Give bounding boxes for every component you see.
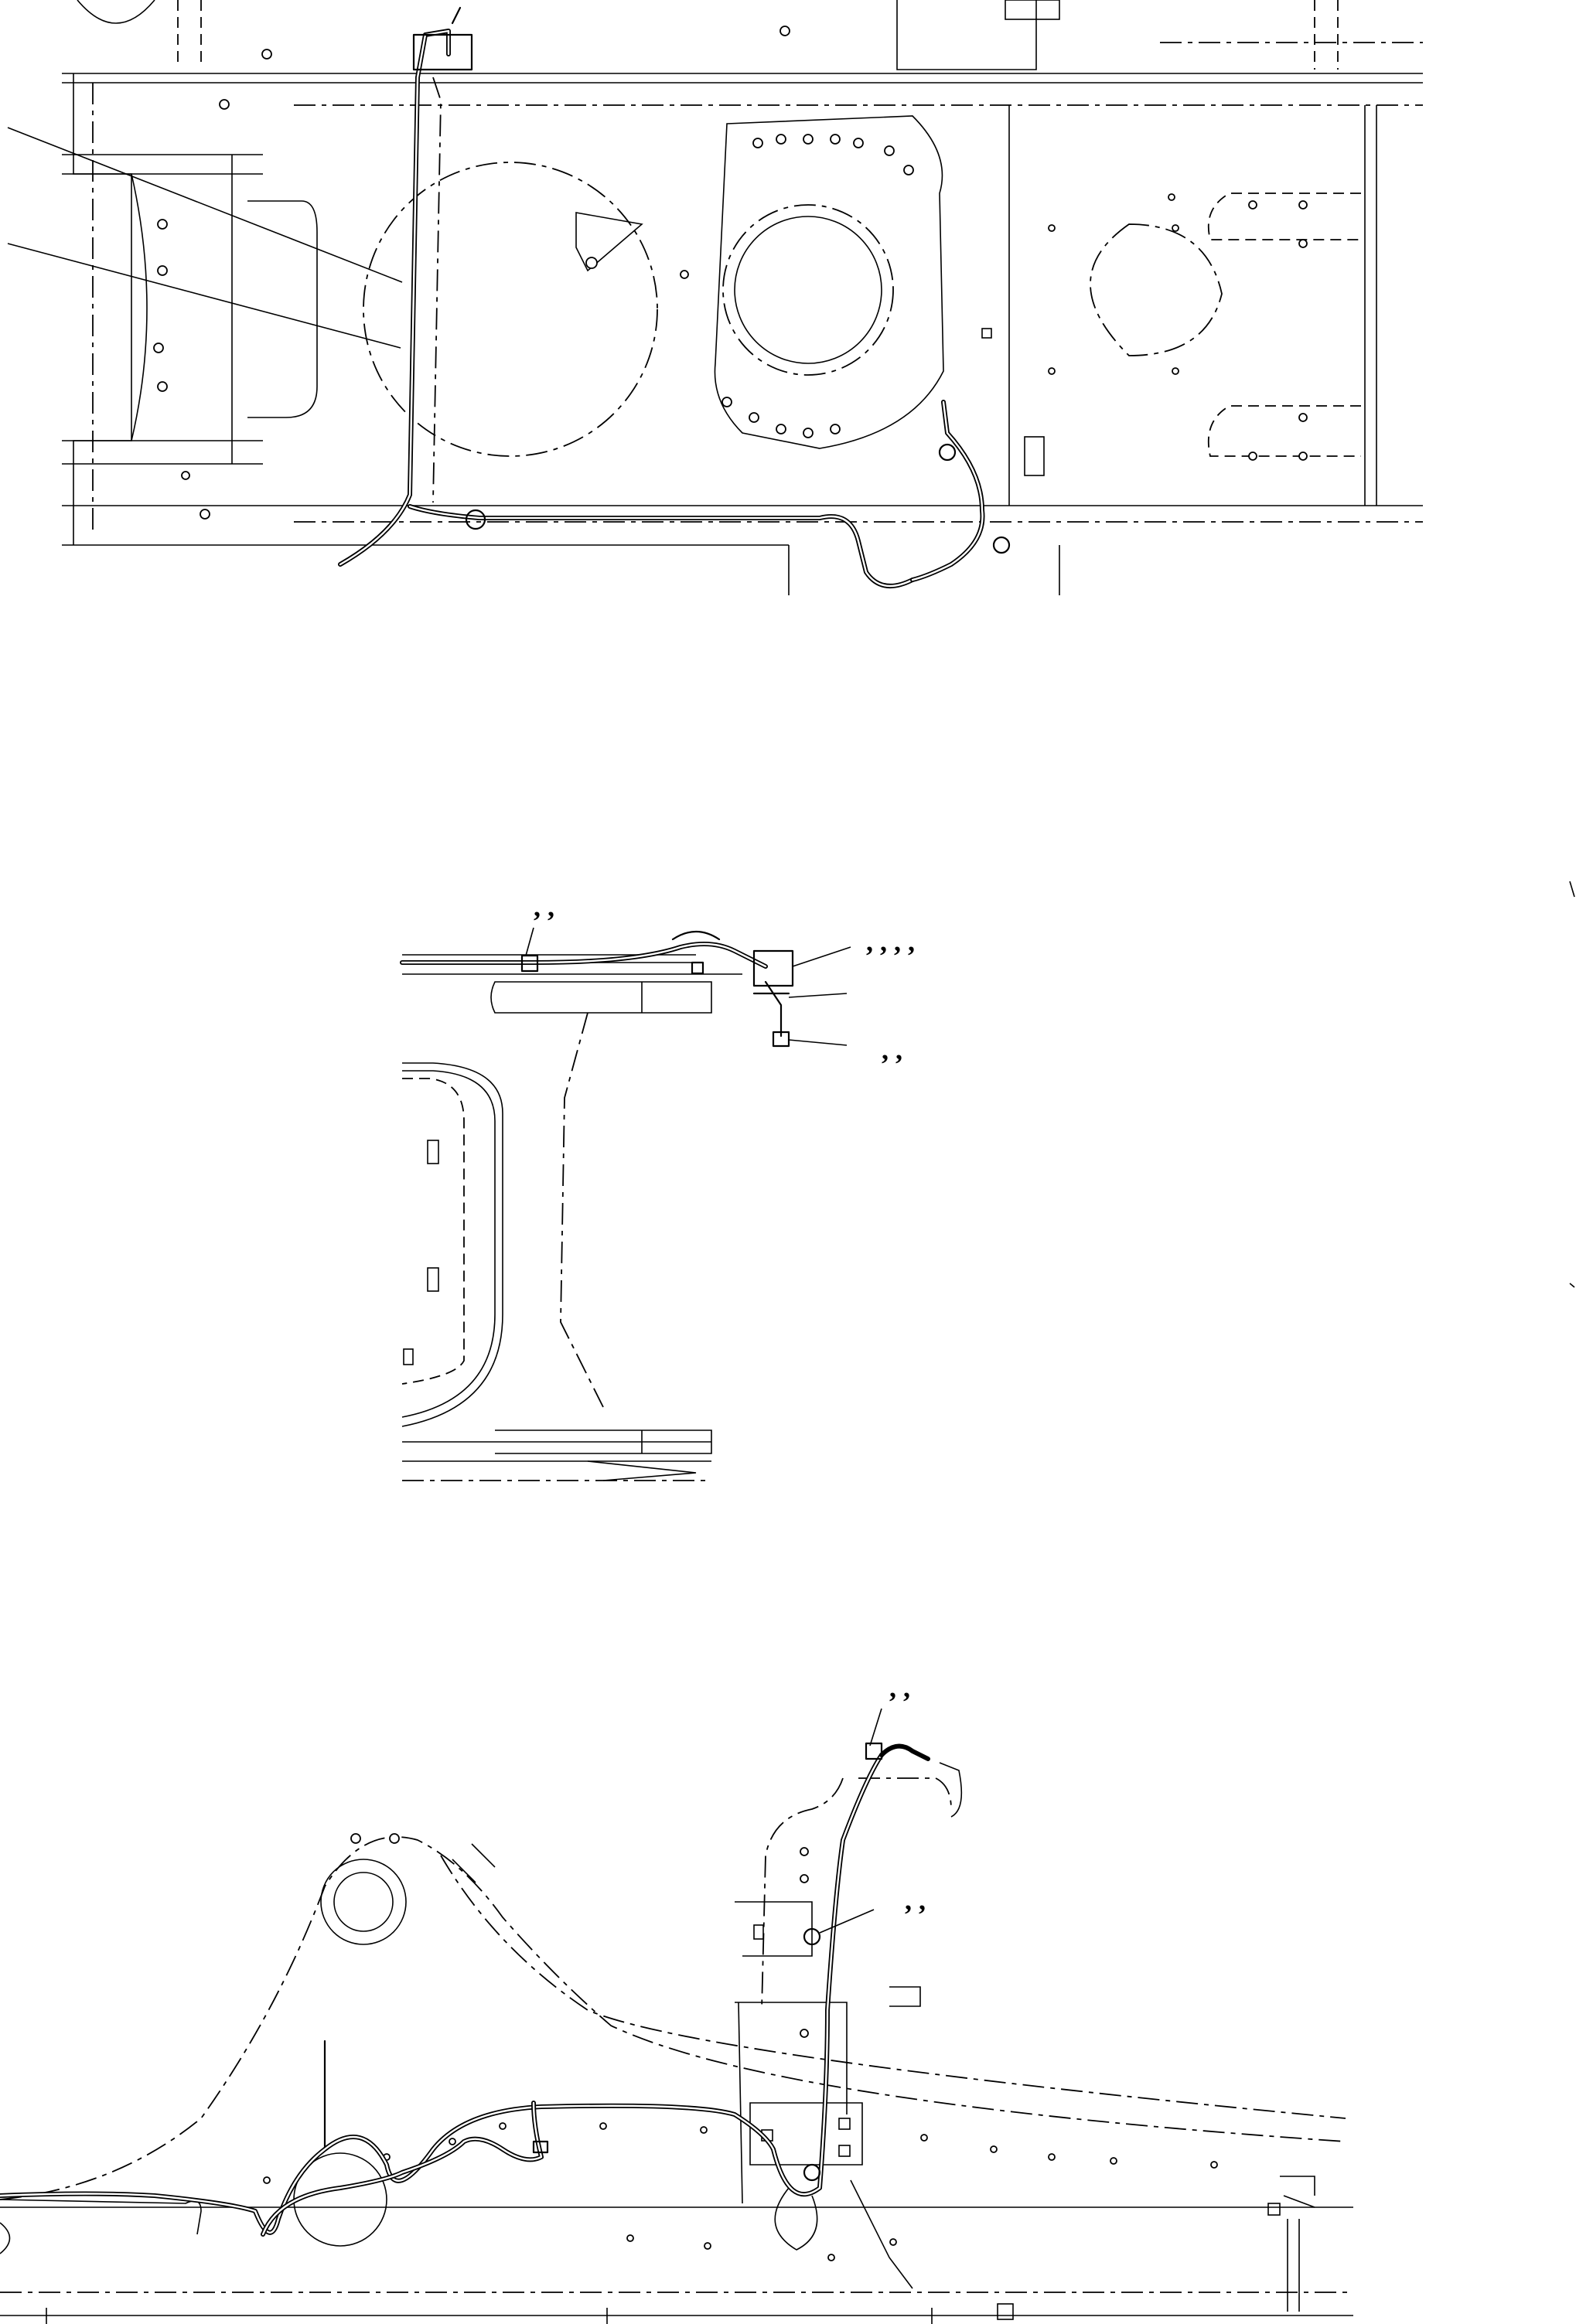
callout-label: , , — [889, 1672, 910, 1703]
side-view: , , , , , , , , — [400, 881, 1575, 1481]
callout-label: , , — [905, 1885, 926, 1916]
top-view — [7, 0, 1423, 595]
lower-view: , , , , — [0, 1672, 1353, 2324]
callout-label: , , — [534, 891, 554, 922]
callout-label: , , , , — [866, 926, 915, 957]
callout-label: , , — [882, 1034, 902, 1065]
